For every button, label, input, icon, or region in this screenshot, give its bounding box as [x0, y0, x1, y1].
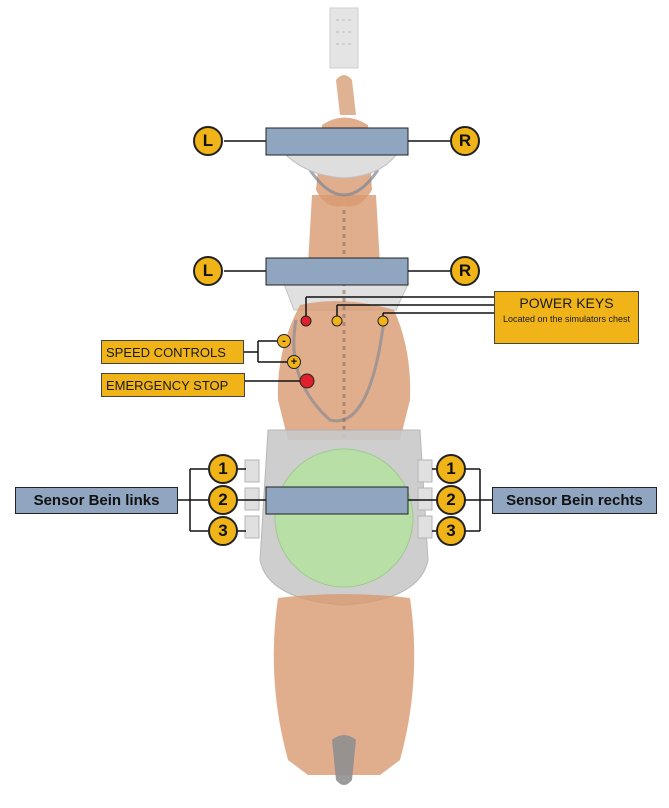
power-keys-subtitle: Located on the simulators chest	[502, 314, 631, 324]
speed-plus-button[interactable]: +	[287, 355, 301, 369]
upper-left-marker: L	[193, 126, 223, 156]
lower-rein-sensor-bar	[265, 257, 409, 286]
sensor-left-2: 2	[208, 485, 238, 515]
emergency-stop-button[interactable]	[299, 373, 315, 389]
sensor-right-3: 3	[436, 516, 466, 546]
power-key-yellow-2[interactable]	[377, 315, 389, 327]
power-keys-label: POWER KEYS Located on the simulators che…	[494, 291, 639, 344]
sensor-right-2: 2	[436, 485, 466, 515]
saddle-sensor-bar	[265, 486, 409, 515]
upper-rein-sensor-bar	[265, 127, 409, 156]
emergency-stop-label: EMERGENCY STOP	[101, 373, 245, 397]
lower-left-marker: L	[193, 256, 223, 286]
sensor-right-1: 1	[436, 454, 466, 484]
speed-minus-button[interactable]: -	[277, 334, 291, 348]
upper-right-marker: R	[450, 126, 480, 156]
sensor-left-1: 1	[208, 454, 238, 484]
sensor-left-3: 3	[208, 516, 238, 546]
power-keys-title: POWER KEYS	[519, 295, 614, 311]
power-key-red[interactable]	[300, 315, 312, 327]
lower-right-marker: R	[450, 256, 480, 286]
power-key-yellow-1[interactable]	[331, 315, 343, 327]
sensor-right-label: Sensor Bein rechts	[492, 487, 657, 514]
sensor-left-label: Sensor Bein links	[15, 487, 178, 514]
speed-controls-label: SPEED CONTROLS	[101, 340, 244, 364]
